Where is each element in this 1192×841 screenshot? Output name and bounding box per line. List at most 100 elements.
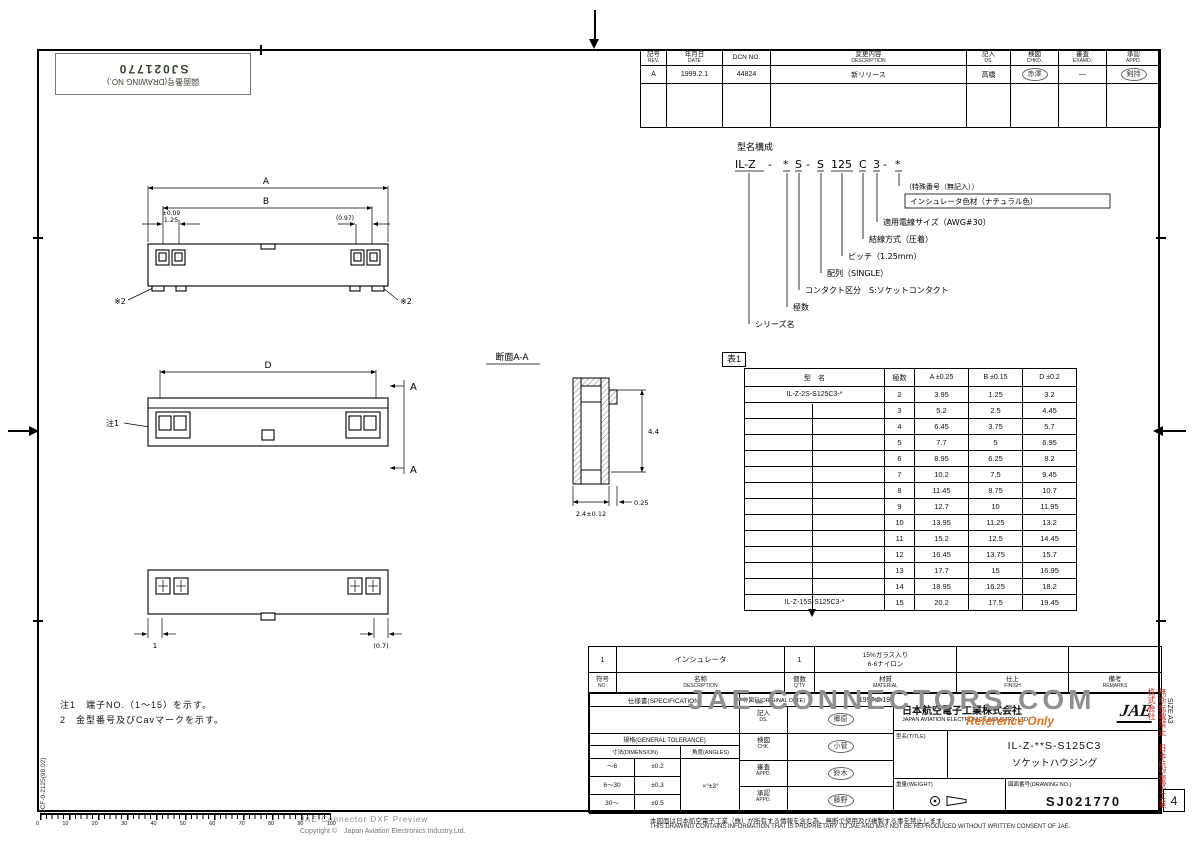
cell-dim-b: 1.25: [968, 386, 1023, 403]
revision-header-cell: DCN NO.: [722, 49, 771, 66]
cell-dim-d: 10.7: [1022, 482, 1077, 499]
tolerance-angle-header: 角度(ANGLES): [680, 746, 739, 759]
cell-dim-a: 18.95: [914, 578, 969, 595]
ref-mark-2-right: ※2: [400, 297, 412, 306]
revision-header-cell: 検図 CHKD.: [1010, 49, 1059, 66]
pn-callout-color: インシュレータ色材（ナチュラル色）: [910, 196, 1037, 206]
revision-header-jp: 審査: [1076, 51, 1089, 58]
cell-dim-a: 11.45: [914, 482, 969, 499]
stamp-number: SJ021770: [117, 61, 189, 76]
tolerance-angle-value: ×°±3°: [680, 758, 739, 813]
drawing-number-cell: 図面番号(DRAWING NO.) SJ021770: [1005, 778, 1162, 814]
dimension-table-header-cell: B ±0.15: [968, 368, 1023, 387]
revision-header-row: 記号 REV. 年月日 DATE DCN NO. 変更内容 DESCRIPTIO…: [640, 49, 1161, 66]
sheet-number: 4: [1163, 789, 1185, 812]
cell-dim-d: 8.2: [1022, 450, 1077, 467]
cell-pins: 12: [884, 546, 915, 563]
parts-list-header-en: REMARKS: [1102, 683, 1128, 689]
pn-callout-contact-type: コンタクト区分 S:ソケットコンタクト: [805, 286, 949, 295]
cell-dim-d: 11.95: [1022, 498, 1077, 515]
revision-header-en: DS.: [984, 58, 993, 64]
cell-part-number: [744, 546, 885, 563]
approval-label: 承認 APPD.: [740, 787, 788, 813]
revision-header-jp: 年月日: [684, 51, 705, 58]
cell-dim-a: 7.7: [914, 434, 969, 451]
center-mark-left-line: [8, 430, 32, 432]
cell-dim-d: 19.45: [1022, 594, 1077, 611]
cell-dim-b: 13.75: [968, 546, 1023, 563]
drawing-number-label: 図面番号(DRAWING NO.): [1008, 782, 1072, 788]
table-row: 4 6.45 3.75 5.7: [744, 418, 1077, 435]
dimension-table-body: IL-Z-2S-S125C3-* 2 3.95 1.25 3.2 3 5.2 2…: [744, 386, 1077, 611]
tolerance-rows: ～6 ±0.2 6～30 ±0.3 30～ ±0.5: [590, 758, 681, 813]
pn-seg-contact: S: [795, 158, 802, 171]
zone-tick: [1156, 237, 1166, 239]
dimension-table-header-cell: A ±0.25: [914, 368, 969, 387]
ruler-minor-ticks: [40, 815, 331, 819]
part-number-diagram: 型名構成 IL-Z - * S - S 125 C 3 - *: [735, 141, 1111, 329]
section-view: 断面A-A 4.4 2.4±0.12 0.25: [486, 351, 660, 518]
tolerance-range: 6～30: [590, 776, 635, 795]
section-thickness-label: 0.25: [634, 499, 648, 507]
parts-list-header-en: DESCRIPTION: [683, 683, 718, 689]
cell-dim-d: 13.2: [1022, 514, 1077, 531]
cell-dim-d: 3.2: [1022, 386, 1077, 403]
cell-pins: 9: [884, 498, 915, 515]
ruler-label: 100: [326, 821, 336, 827]
pn-seg-pitch: 125: [831, 158, 852, 171]
cell-pins: 7: [884, 466, 915, 483]
parts-list-header-jp: 材質: [879, 676, 892, 683]
cell-part-number: [744, 530, 885, 547]
approval-row: 検図 CHK. 小菅: [740, 733, 893, 761]
part-description: インシュレータ: [616, 646, 785, 673]
revision-header-jp: DCN NO.: [732, 54, 761, 61]
rev-ds: 高橋: [966, 65, 1011, 84]
cell-part-number: IL-Z-2S-S125C3-*: [744, 386, 885, 403]
tolerance-row: ～6 ±0.2: [590, 758, 681, 777]
cell-dim-a: 5.2: [914, 402, 969, 419]
revision-row: A 1999.2.1 44824 新リリース 高橋 赤澤 — 剣持: [640, 65, 1161, 84]
revision-header-en: DATE: [688, 58, 701, 64]
revision-header-jp: 記入: [982, 51, 995, 58]
ruler-label: 60: [209, 821, 216, 827]
ruler-label: 70: [238, 821, 245, 827]
parts-list-header-jp: 符号: [596, 676, 609, 683]
section-letter-top: A: [410, 382, 417, 393]
cell-dim-b: 17.5: [968, 594, 1023, 611]
revision-header-en: CHKD.: [1026, 58, 1043, 64]
parts-list-header-jp: 備考: [1108, 676, 1122, 683]
approval-label-jp: 記入: [757, 710, 770, 717]
title-product-name: ソケットハウジング: [1011, 758, 1098, 769]
third-angle-projection-icon: [930, 795, 967, 807]
table-row: IL-Z-15S-S125C3-* 15 20.2 17.5 19.45: [744, 594, 1077, 611]
table-row: 3 5.2 2.5 4.45: [744, 402, 1077, 419]
tolerance-value: ±0.5: [651, 800, 664, 808]
cell-dim-a: 6.45: [914, 418, 969, 435]
pn-callout-wire-size: 適用電線サイズ（AWG#30）: [883, 217, 991, 227]
watermark-no-reproduction: 無断転載禁止 日本航空電子工業株式会社: [1147, 688, 1167, 808]
cell-dim-d: 4.45: [1022, 402, 1077, 419]
center-mark-left-arrow: [29, 426, 39, 436]
approval-row: 承認 APPD. 藤野: [740, 787, 893, 813]
cell-dim-b: 3.75: [968, 418, 1023, 435]
stamp-label: 図面番号(DRAWING NO.): [106, 76, 200, 86]
approval-row: 記入 DS. 郷原: [740, 707, 893, 734]
cell-part-number: [744, 434, 885, 451]
approval-label: 検図 CHK.: [740, 733, 788, 760]
cell-part-number: [744, 402, 885, 419]
revision-empty-row: [640, 83, 1161, 128]
title-value-cell: IL-Z-**S-S125C3 ソケットハウジング: [947, 730, 1162, 779]
cell-dim-a: 17.7: [914, 562, 969, 579]
original-date-label: 作図日(ORIGINAL DATE): [743, 698, 806, 704]
table-row: 11 15.2 12.5 14.45: [744, 530, 1077, 547]
cell-pins: 13: [884, 562, 915, 579]
cell-part-number: [744, 418, 885, 435]
bottom-view: 1 (0.7): [134, 569, 402, 650]
approval-label-en: APPD.: [755, 797, 771, 804]
parts-list-row: 1 インシュレータ 1 15%ガラス入り 6-6ナイロン: [588, 646, 1162, 673]
approval-label-en: DS.: [759, 717, 768, 723]
ruler-label: 0: [36, 821, 40, 827]
part-material-line1: 15%ガラス入り: [862, 651, 909, 659]
approval-label: 審査 APPD.: [740, 760, 788, 787]
zone-tick: [33, 237, 43, 239]
